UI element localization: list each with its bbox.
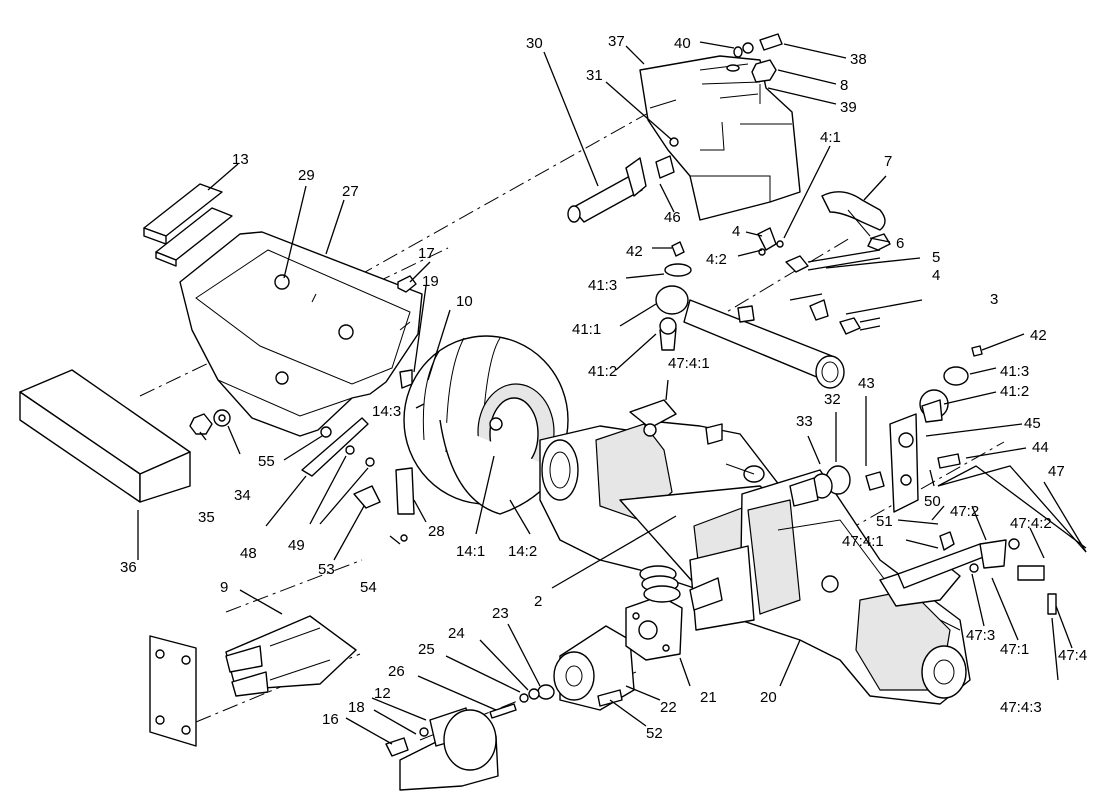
callout-47-4-1b: 47:4:1 (842, 533, 884, 550)
callout-50: 50 (924, 493, 941, 510)
callout-2: 2 (534, 593, 542, 610)
callout-labels: 30 37 40 38 8 39 31 4:1 7 13 29 27 46 4 … (120, 33, 1087, 742)
elbow-fittings (757, 227, 829, 321)
callout-44: 44 (1032, 439, 1049, 456)
callout-52: 52 (646, 725, 663, 742)
cylinder-guard (639, 55, 801, 221)
callout-23: 23 (492, 605, 509, 622)
leader-lines (137, 41, 1087, 745)
callout-43: 43 (858, 375, 875, 392)
counterweight-bracket (179, 231, 423, 437)
spring-coils (639, 565, 723, 611)
callout-20: 20 (760, 689, 777, 706)
callout-13: 13 (232, 151, 249, 168)
callout-8: 8 (840, 77, 848, 94)
counterweight (19, 369, 191, 503)
callout-42a: 42 (626, 243, 643, 260)
callout-27: 27 (342, 183, 359, 200)
callout-7: 7 (884, 153, 892, 170)
wheel-assembly (403, 335, 569, 515)
callout-47-4-1a: 47:4:1 (668, 355, 710, 372)
callout-47-2: 47:2 (950, 503, 979, 520)
callout-14-1: 14:1 (456, 543, 485, 560)
callout-38: 38 (850, 51, 867, 68)
callout-36: 36 (120, 559, 137, 576)
callout-24: 24 (448, 625, 465, 642)
callout-34: 34 (234, 487, 251, 504)
callout-22: 22 (660, 699, 677, 716)
callout-47-1: 47:1 (1000, 641, 1029, 658)
callout-47-3: 47:3 (966, 627, 995, 644)
callout-49: 49 (288, 537, 305, 554)
callout-51: 51 (876, 513, 893, 530)
callout-41-2b: 41:2 (1000, 383, 1029, 400)
ball-joint-right (919, 345, 983, 423)
callout-47: 47 (1048, 463, 1065, 480)
callout-12: 12 (374, 685, 391, 702)
callout-33: 33 (796, 413, 813, 430)
callout-29: 29 (298, 167, 315, 184)
callout-10: 10 (456, 293, 473, 310)
callout-54: 54 (360, 579, 377, 596)
steering-cylinder (655, 241, 845, 389)
callout-41-3b: 41:3 (1000, 363, 1029, 380)
callout-30: 30 (526, 35, 543, 52)
motor-adapter (625, 595, 683, 661)
callout-9: 9 (220, 579, 228, 596)
callout-47-4-2: 47:4:2 (1010, 515, 1052, 532)
callout-4-2: 4:2 (706, 251, 727, 268)
callout-25: 25 (418, 641, 435, 658)
callout-41-3a: 41:3 (588, 277, 617, 294)
guard-fasteners (733, 33, 783, 104)
callout-14-2: 14:2 (508, 543, 537, 560)
callout-48: 48 (240, 545, 257, 562)
callout-47-4-3: 47:4:3 (1000, 699, 1042, 716)
callout-21: 21 (700, 689, 717, 706)
callout-4-1: 4:1 (820, 129, 841, 146)
callout-39: 39 (840, 99, 857, 116)
callout-31: 31 (586, 67, 603, 84)
callout-18: 18 (348, 699, 365, 716)
callout-4b: 4 (932, 267, 940, 284)
callout-46: 46 (664, 209, 681, 226)
callout-41-1: 41:1 (572, 321, 601, 338)
hydraulic-motor (489, 625, 635, 719)
callout-45: 45 (1024, 415, 1041, 432)
hydraulic-hoses (785, 249, 881, 335)
weight-fasteners (189, 409, 231, 435)
callout-42b: 42 (1030, 327, 1047, 344)
callout-40: 40 (674, 35, 691, 52)
callout-41-2a: 41:2 (588, 363, 617, 380)
callout-55: 55 (258, 453, 275, 470)
callout-26: 26 (388, 663, 405, 680)
callout-14-3: 14:3 (372, 403, 401, 420)
driveshaft-coupler (385, 707, 499, 791)
callout-47-4: 47:4 (1058, 647, 1087, 664)
motor-mount (149, 615, 357, 747)
cylinder-bracket (865, 413, 961, 521)
callout-28: 28 (428, 523, 445, 540)
callout-3: 3 (990, 291, 998, 308)
callout-4a: 4 (732, 223, 740, 240)
hose-clamp (821, 191, 891, 251)
callout-32: 32 (824, 391, 841, 408)
callout-53: 53 (318, 561, 335, 578)
callout-37: 37 (608, 33, 625, 50)
bushings (705, 423, 851, 507)
pivot-pin (567, 137, 679, 223)
tie-rod-assembly (897, 465, 1087, 615)
callout-35: 35 (198, 509, 215, 526)
lower-hardware (301, 417, 415, 542)
callout-16: 16 (322, 711, 339, 728)
callout-6: 6 (896, 235, 904, 252)
callout-5: 5 (932, 249, 940, 266)
callout-19: 19 (422, 273, 439, 290)
wear-pads (143, 183, 233, 267)
callout-17: 17 (418, 245, 435, 262)
